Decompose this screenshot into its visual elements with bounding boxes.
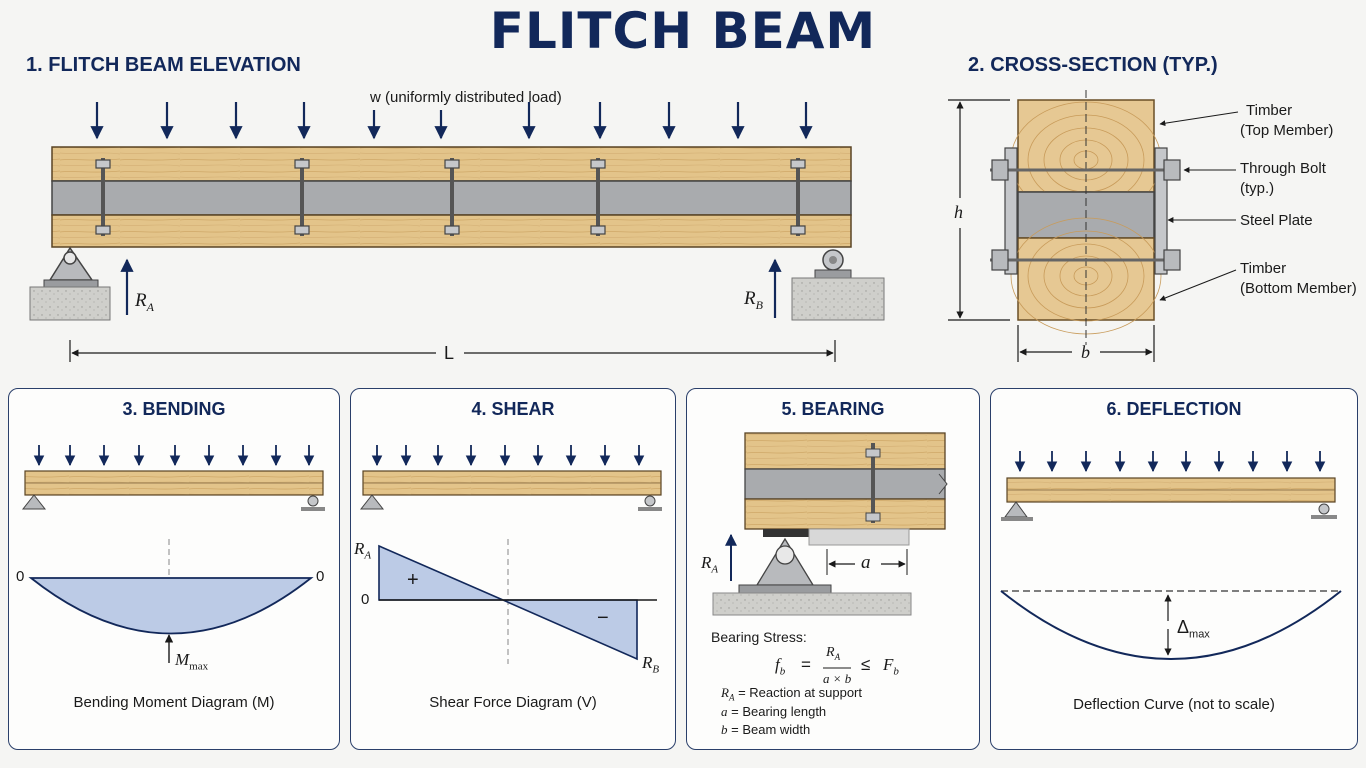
bearing-a-label: a bbox=[861, 552, 871, 573]
rb-label: RB bbox=[744, 288, 763, 312]
shear-rb-label: RB bbox=[642, 653, 660, 676]
deflection-roller bbox=[1318, 503, 1330, 515]
shear-positive-area bbox=[378, 544, 504, 601]
bearing-pad bbox=[763, 529, 809, 537]
bearing-bolt bbox=[865, 443, 881, 523]
bending-zero-right: 0 bbox=[316, 568, 325, 585]
mmax-label: Mmax bbox=[175, 650, 209, 673]
bearing-panel: 5. BEARING RA a Bearing Stress: fb = RA … bbox=[686, 388, 980, 750]
b-label: b bbox=[1081, 342, 1090, 362]
bearing-def-2: a = Bearing length bbox=[721, 704, 827, 719]
leader-lines bbox=[1159, 111, 1239, 301]
deflection-title: 6. DEFLECTION bbox=[1106, 399, 1242, 419]
bolt-label-2: (typ.) bbox=[1240, 180, 1275, 197]
bending-zero-left: 0 bbox=[16, 568, 25, 585]
shear-caption: Shear Force Diagram (V) bbox=[429, 694, 597, 711]
deflection-drawing bbox=[1000, 451, 1342, 660]
bearing-def-1: RA = Reaction at support bbox=[721, 685, 863, 703]
bearing-timber-top bbox=[744, 432, 946, 470]
bearing-numerator: RA bbox=[826, 645, 841, 662]
bearing-fb: fb bbox=[775, 655, 786, 678]
bending-udl-arrows bbox=[33, 445, 315, 467]
bearing-steel-plate bbox=[744, 468, 946, 500]
timber-top-label-2: (Top Member) bbox=[1240, 122, 1334, 139]
bearing-def-3: b = Beam width bbox=[721, 722, 811, 737]
bolts bbox=[95, 158, 806, 236]
shear-drawing bbox=[359, 445, 662, 664]
bearing-eq: = bbox=[801, 655, 811, 674]
bearing-concrete bbox=[712, 592, 912, 616]
shear-negative-area bbox=[502, 599, 638, 661]
delta-max-label: Δmax bbox=[1177, 617, 1210, 641]
cross-section-title: 2. CROSS-SECTION (TYP.) bbox=[968, 54, 1218, 76]
bending-pin bbox=[21, 494, 47, 510]
bending-panel: 3. BENDING 0 0 Mmax Bending Moment Diagr… bbox=[8, 388, 340, 750]
bending-drawing bbox=[21, 445, 325, 663]
ra-label: RA bbox=[135, 290, 154, 314]
shear-plus: + bbox=[407, 569, 419, 591]
bearing-denominator: a × b bbox=[823, 671, 852, 686]
length-label: L bbox=[444, 343, 455, 363]
deflection-curve bbox=[1000, 590, 1342, 660]
pin-support-left bbox=[29, 246, 111, 321]
timber-top-label: Timber bbox=[1246, 102, 1293, 119]
bearing-ra-label: RA bbox=[701, 553, 719, 576]
length-dimension bbox=[69, 340, 836, 362]
bearing-stress-label: Bearing Stress: bbox=[711, 629, 807, 645]
bending-moment-curve bbox=[28, 577, 314, 635]
bending-roller bbox=[307, 495, 319, 507]
steel-plate-label: Steel Plate bbox=[1240, 212, 1313, 229]
deflection-panel: 6. DEFLECTION Δmax Deflection Curve (not… bbox=[990, 388, 1358, 750]
roller-support-right bbox=[791, 249, 885, 321]
shear-udl-arrows bbox=[371, 445, 645, 467]
shear-ra-label: RA bbox=[354, 539, 372, 562]
shear-title: 4. SHEAR bbox=[471, 399, 555, 419]
udl-arrows bbox=[90, 102, 813, 140]
deflection-caption: Deflection Curve (not to scale) bbox=[1073, 696, 1275, 713]
shear-roller bbox=[644, 495, 656, 507]
deflection-udl-arrows bbox=[1014, 451, 1326, 473]
shear-pin bbox=[359, 494, 385, 510]
bearing-Fb: Fb bbox=[883, 655, 899, 678]
bearing-timber-bottom bbox=[744, 498, 946, 530]
h-label: h bbox=[954, 202, 963, 222]
bending-caption: Bending Moment Diagram (M) bbox=[73, 694, 275, 711]
bearing-drawing bbox=[712, 432, 948, 669]
elevation-title: 1. FLITCH BEAM ELEVATION bbox=[26, 54, 301, 76]
side-bolts bbox=[990, 147, 1181, 275]
b-dimension bbox=[1017, 325, 1155, 362]
timber-bottom-label-2: (Bottom Member) bbox=[1240, 280, 1357, 297]
h-dimension bbox=[948, 99, 1010, 321]
load-label: w (uniformly distributed load) bbox=[370, 89, 562, 106]
bolt-label: Through Bolt bbox=[1240, 160, 1326, 177]
shear-panel: 4. SHEAR RA 0 + − RB Shear Force Diagram… bbox=[350, 388, 676, 750]
bearing-title: 5. BEARING bbox=[781, 399, 885, 419]
timber-bottom-label: Timber bbox=[1240, 260, 1287, 277]
bearing-le: ≤ bbox=[861, 655, 871, 674]
page-title: FLITCH BEAM bbox=[489, 2, 877, 60]
bending-title: 3. BENDING bbox=[122, 399, 226, 419]
shear-minus: − bbox=[597, 607, 609, 629]
deflection-pin bbox=[1004, 501, 1028, 518]
shear-zero: 0 bbox=[361, 591, 370, 608]
